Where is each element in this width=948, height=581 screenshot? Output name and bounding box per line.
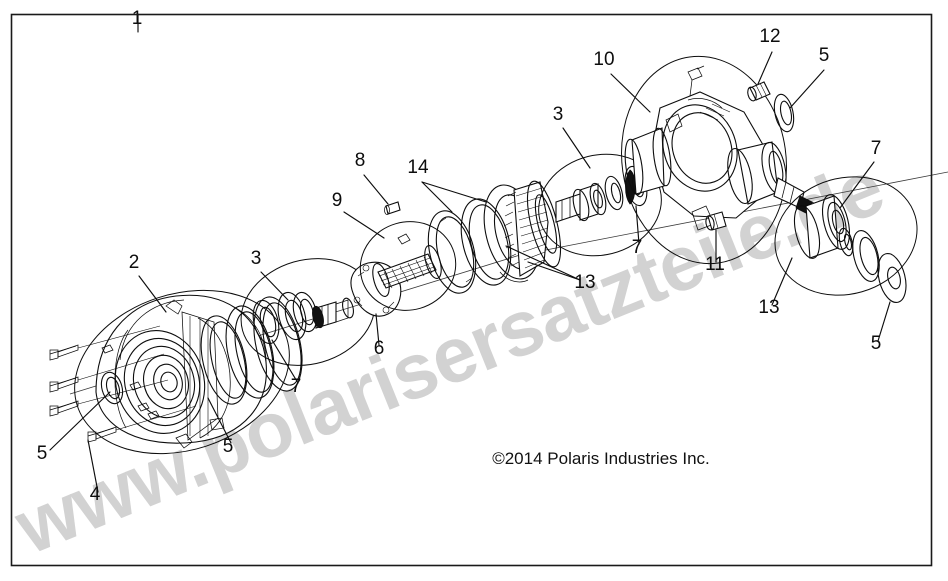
- vent-fitting: [687, 65, 705, 97]
- leader-14-2: [421, 181, 487, 203]
- shaft-stub-left: [312, 297, 354, 329]
- callout-5c[interactable]: 5: [819, 45, 830, 66]
- callout-13a[interactable]: 13: [574, 272, 595, 293]
- callout-3b[interactable]: 3: [553, 104, 564, 125]
- bolt-4: [87, 426, 117, 443]
- part-group-roll-pin: [384, 201, 401, 215]
- snap-ring-right: [838, 227, 854, 257]
- part-group-ring-gear: [483, 180, 562, 283]
- leader-13b: [771, 257, 793, 306]
- bolt-3: [49, 400, 79, 417]
- callout-14[interactable]: 14: [407, 157, 429, 178]
- leader-5a: [49, 391, 111, 451]
- callout-5a[interactable]: 5: [37, 443, 48, 464]
- leader-13a-2: [527, 261, 581, 281]
- leader-5b: [207, 397, 232, 444]
- ball-bearing-right: [793, 194, 851, 259]
- balloon-right-housing: [621, 55, 787, 265]
- leader-4: [87, 439, 99, 493]
- part-group-right-housing: [621, 55, 823, 265]
- oil-seal-left: [252, 299, 280, 345]
- callout-7c[interactable]: 7: [871, 138, 882, 159]
- bolt-2: [49, 376, 79, 393]
- balloon-sprag: [359, 221, 457, 311]
- spacer-washer-right: [852, 230, 880, 282]
- leader-14-1: [421, 181, 453, 213]
- cage-tab: [397, 233, 411, 245]
- housing-contour-a: [119, 299, 185, 361]
- seal-ring-left: [100, 371, 124, 405]
- splined-drum: [483, 180, 562, 280]
- flat-washer-right: [877, 252, 907, 304]
- callout-7a[interactable]: 7: [291, 376, 302, 397]
- part-group-fill-plug: [747, 81, 771, 102]
- fill-plug-body: [749, 81, 771, 101]
- leader-lines: [49, 13, 891, 493]
- housing-contour-b: [231, 305, 267, 363]
- leader-7c: [839, 161, 875, 209]
- callout-7b[interactable]: 7: [632, 237, 643, 258]
- hub-flange-left: [114, 329, 129, 429]
- balloon-right-bearings: [538, 153, 662, 257]
- hub-concentric-rings: [114, 330, 206, 434]
- housing-rib-top: [687, 98, 723, 109]
- ring-gear-snap-ring: [499, 271, 529, 283]
- part-group-drain-plug: [705, 211, 727, 231]
- border-frame: [10, 13, 933, 567]
- leader-10: [610, 73, 651, 113]
- balloon-right-output: [774, 176, 918, 296]
- copyright-notice: ©2014 Polaris Industries Inc.: [492, 449, 710, 468]
- housing-lug-bottom: [175, 433, 193, 449]
- leader-12: [757, 51, 773, 85]
- leader-7b: [635, 205, 640, 245]
- housing-lug-top: [165, 299, 183, 315]
- leader-3a: [260, 271, 289, 301]
- callout-9[interactable]: 9: [332, 190, 343, 211]
- callout-13b[interactable]: 13: [758, 297, 779, 318]
- leader-2: [138, 275, 167, 313]
- callout-8[interactable]: 8: [355, 150, 366, 171]
- callout-3a[interactable]: 3: [251, 248, 262, 269]
- drain-plug-body: [707, 211, 727, 231]
- callout-11[interactable]: 11: [705, 254, 725, 275]
- callout-10[interactable]: 10: [593, 49, 614, 70]
- callout-4[interactable]: 4: [90, 484, 101, 505]
- leader-3b: [562, 127, 591, 169]
- callout-6[interactable]: 6: [374, 338, 385, 359]
- leader-8: [363, 174, 389, 205]
- housing-snout: [631, 127, 665, 195]
- leader-7a: [271, 339, 299, 384]
- callout-12[interactable]: 12: [759, 26, 780, 47]
- part-group-housing-bolts: [49, 325, 197, 443]
- bolt-1: [49, 344, 79, 361]
- part-group-right-output-bearings: [774, 176, 918, 304]
- callout-5b[interactable]: 5: [223, 436, 234, 457]
- leader-13a-1: [505, 245, 581, 281]
- part-group-oring-right: [773, 93, 795, 133]
- callout-1[interactable]: 1: [132, 8, 143, 29]
- housing-foot-upper: [665, 113, 683, 133]
- retainer-ring-stack: [200, 296, 303, 405]
- callout-2[interactable]: 2: [129, 252, 140, 273]
- callout-5d[interactable]: 5: [871, 333, 882, 354]
- leader-6: [375, 313, 380, 346]
- leader-9: [343, 211, 385, 239]
- leader-5d: [877, 301, 891, 342]
- leader-5c: [789, 69, 825, 109]
